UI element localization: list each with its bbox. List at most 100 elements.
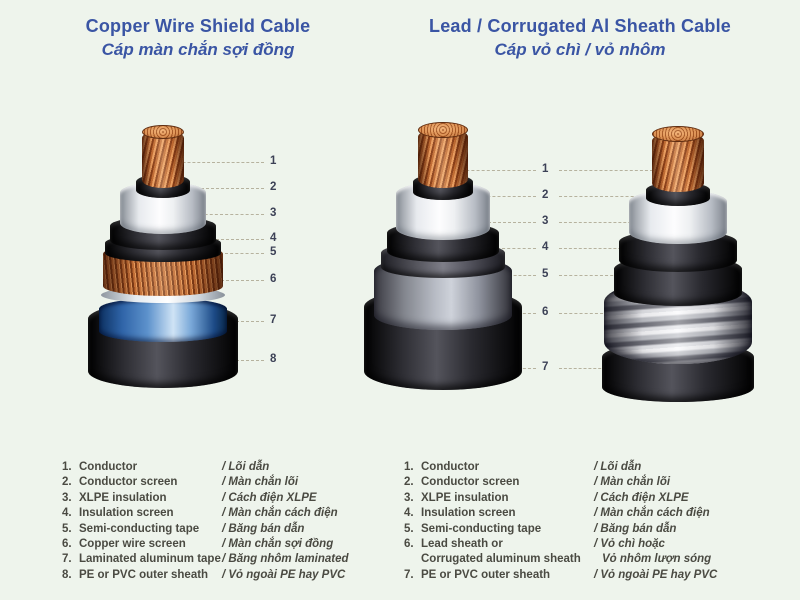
leader-line — [559, 275, 649, 276]
legend-item-number: 6. — [62, 537, 72, 550]
legend-item-number: 7. — [404, 568, 414, 581]
legend-item-number: 7. — [62, 553, 72, 566]
leader-line — [456, 170, 536, 171]
legend-row: 5.Semi-conducting tape/ Băng bán dẫn — [62, 523, 397, 538]
legend-item-vi: / Băng bán dẫn — [222, 522, 305, 535]
left-legend: 1. Conductor / Lõi dẫn 2. Conductor screen /… — [62, 461, 397, 584]
callout-number: 5 — [542, 268, 549, 280]
callout-number: 3 — [270, 207, 277, 219]
callout-number: 5 — [270, 246, 277, 258]
leader-line — [559, 248, 651, 249]
legend-item-en: Corrugated aluminum sheath — [421, 553, 581, 566]
legend-item-en: Copper wire screen — [79, 537, 186, 550]
legend-item-en: Conductor — [79, 461, 138, 473]
legend-row: 8. PE or PVC outer sheath / Vỏ ngoài PE ha… — [62, 569, 397, 584]
leader-line — [559, 313, 639, 314]
conductor-cross-section — [142, 125, 184, 139]
conductor-layer — [418, 128, 468, 188]
left-panel-title: Copper Wire Shield Cable Cáp màn chắn sợ… — [18, 16, 378, 60]
callout-number: 7 — [542, 361, 549, 373]
corrugated-aluminum-sheath-cable-illustration — [588, 122, 768, 404]
leader-line — [179, 214, 264, 215]
legend-item-number: 3. — [62, 491, 72, 504]
legend-item-en: Conductor — [421, 461, 480, 473]
legend-row: 7. Laminated aluminum tape/ Băng nhôm lam… — [62, 553, 397, 568]
legend-item-en: PE or PVC outer sheath — [79, 568, 209, 581]
lead-sheath-cable-illustration — [355, 120, 531, 398]
legend-row: 3.XLPE insulation/ Cách điện XLPE — [404, 492, 784, 507]
legend-item-number: 4. — [404, 507, 414, 520]
left-title-english: Copper Wire Shield Cable — [85, 16, 311, 36]
leader-line — [186, 280, 264, 281]
legend-item-en: PE or PVC outer sheath — [421, 568, 551, 581]
copper-wire-shield-cable-illustration — [75, 122, 251, 394]
leader-line — [559, 196, 649, 197]
leader-line — [189, 253, 264, 254]
legend-item-number: 8. — [62, 568, 72, 581]
legend-item-vi: Vỏ nhôm lượn sóng — [602, 553, 712, 566]
legend-item-vi: / Màn chắn cách điện — [594, 507, 710, 520]
conductor-cross-section — [418, 122, 468, 138]
leader-line — [163, 162, 264, 163]
callout-number: 2 — [270, 181, 277, 193]
leader-line — [176, 188, 264, 189]
conductor-layer — [142, 130, 184, 188]
legend-item-en: Conductor screen — [421, 476, 520, 489]
leader-line — [559, 222, 656, 223]
callout-number: 8 — [270, 353, 277, 365]
legend-item-number: 1. — [62, 461, 72, 473]
legend-item-number: 4. — [62, 507, 72, 520]
legend-item-vi: / Băng bán dẫn — [594, 522, 677, 535]
legend-row: 7.PE or PVC outer sheath/ Vỏ ngoài PE ha… — [404, 569, 784, 584]
legend-row: 1. Conductor / Lõi dẫn — [404, 461, 784, 476]
legend-item-vi: / Màn chắn lõi — [222, 476, 299, 489]
legend-item-en: Semi-conducting tape — [421, 522, 542, 535]
right-legend: 1. Conductor / Lõi dẫn 2. Conductor screen /… — [404, 461, 784, 584]
legend-item-en: Semi-conducting tape — [79, 522, 200, 535]
callout-number: 6 — [542, 306, 549, 318]
legend-item-vi: / Cách điện XLPE — [222, 491, 317, 504]
legend-item-number: 1. — [404, 461, 414, 473]
legend-row: 2. Conductor screen / Màn chắn lõi — [62, 476, 397, 491]
legend-item-vi: / Vỏ chì hoặc — [594, 537, 665, 550]
legend-item-number: 6. — [404, 537, 414, 550]
legend-item-vi: / Màn chắn cách điện — [222, 507, 338, 520]
legend-item-number: 2. — [404, 476, 414, 489]
callout-number: 7 — [270, 314, 277, 326]
legend-row: 4. Insulation screen / Màn chắn cách điện — [62, 507, 397, 522]
legend-item-vi: / Màn chắn sợi đồng — [222, 537, 334, 550]
legend-item-number: 5. — [404, 522, 414, 535]
leader-line — [462, 196, 536, 197]
right-title-english: Lead / Corrugated Al Sheath Cable — [429, 16, 731, 36]
legend-row: Corrugated aluminum sheath Vỏ nhôm lượn s… — [404, 553, 784, 568]
legend-item-vi: / Cách điện XLPE — [594, 491, 689, 504]
left-title-vietnamese: Cáp màn chắn sợi đồng — [101, 40, 295, 59]
legend-row: 6. Copper wire screen / Màn chắn sợi đồng — [62, 538, 397, 553]
conductor-layer — [652, 132, 704, 192]
legend-item-vi: / Lõi dẫn — [222, 461, 270, 473]
legend-row: 6. Lead sheath or / Vỏ chì hoặc — [404, 538, 784, 553]
callout-number: 6 — [270, 273, 277, 285]
legend-row: 1. Conductor / Lõi dẫn — [62, 461, 397, 476]
legend-item-en: Insulation screen — [79, 507, 174, 520]
legend-item-en: Insulation screen — [421, 507, 516, 520]
callout-number: 4 — [542, 241, 549, 253]
legend-item-en: Laminated aluminum tape — [79, 553, 221, 566]
legend-item-number: 2. — [62, 476, 72, 489]
legend-row: 2. Conductor screen / Màn chắn lõi — [404, 476, 784, 491]
legend-item-en: Conductor screen — [79, 476, 178, 489]
legend-item-vi: / Vỏ ngoài PE hay PVC — [222, 568, 346, 581]
leader-line — [468, 222, 536, 223]
legend-item-vi: / Màn chắn lõi — [594, 476, 671, 489]
laminated-aluminum-tape-layer — [99, 298, 227, 342]
legend-item-vi: / Lõi dẫn — [594, 461, 642, 473]
callout-number: 2 — [542, 189, 549, 201]
legend-item-vi: / Băng nhôm laminated — [222, 553, 349, 566]
conductor-cross-section — [652, 126, 704, 142]
callout-number: 1 — [270, 155, 277, 167]
legend-item-en: Lead sheath or — [421, 537, 503, 550]
legend-row: 3. XLPE insulation / Cách điện XLPE — [62, 492, 397, 507]
legend-item-en: XLPE insulation — [79, 491, 167, 504]
legend-item-number: 3. — [404, 491, 414, 504]
